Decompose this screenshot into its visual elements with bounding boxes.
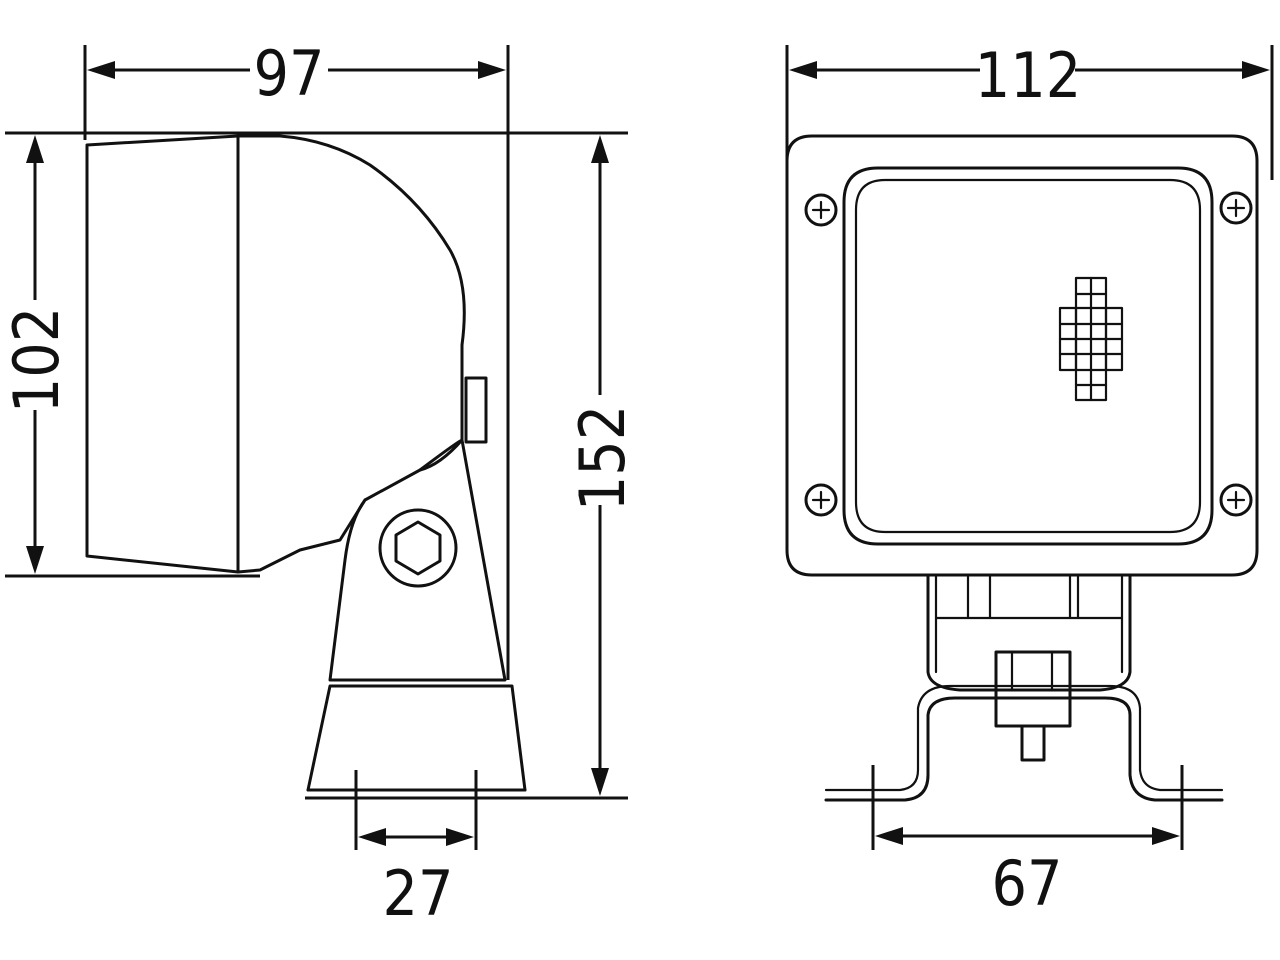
mount-bracket-side	[328, 438, 507, 682]
dimension-27: 27	[354, 770, 478, 930]
approval-mark	[1058, 276, 1124, 402]
screw-icon	[1219, 191, 1253, 225]
dimension-97: 97	[87, 37, 506, 110]
dimension-label-112: 112	[975, 39, 1081, 112]
screw-icon	[804, 193, 838, 227]
dimension-102: 102	[0, 135, 73, 574]
dimension-112: 112	[789, 39, 1270, 112]
dimension-label-97: 97	[254, 37, 325, 110]
dimension-label-102: 102	[0, 307, 73, 413]
side-view: 97 102 152 27	[0, 37, 639, 930]
foot-block-side	[306, 684, 527, 792]
screw-icon	[1219, 483, 1253, 517]
dimension-152: 152	[566, 135, 639, 796]
lamp-housing-side	[85, 134, 488, 574]
dimension-67: 67	[871, 765, 1184, 920]
dimension-label-152: 152	[566, 405, 639, 511]
dimension-label-27: 27	[383, 857, 454, 930]
dimension-label-67: 67	[992, 847, 1063, 920]
mount-bracket-front	[824, 574, 1224, 802]
front-view: 112 67	[785, 39, 1274, 920]
lamp-frame-front	[785, 134, 1259, 577]
screw-icon	[804, 483, 838, 517]
